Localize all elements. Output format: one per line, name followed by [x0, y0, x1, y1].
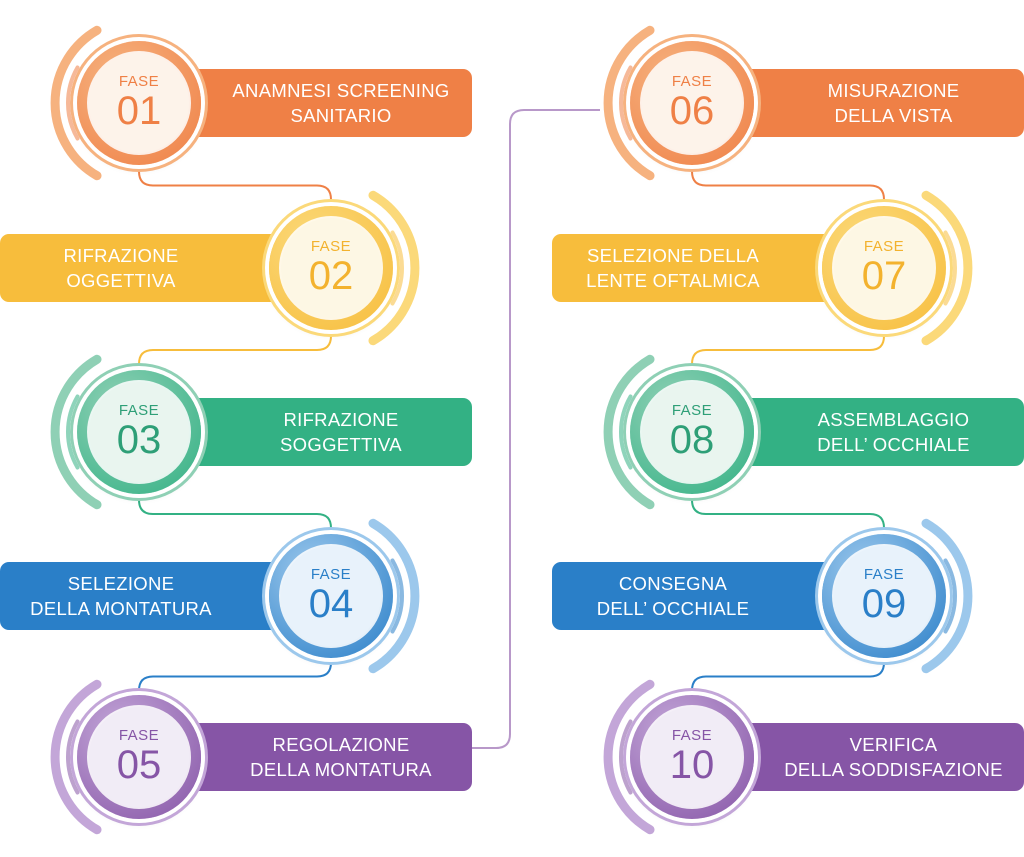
fase-label: FASE — [310, 566, 352, 583]
fase-label: FASE — [118, 73, 160, 90]
step-number: 08 — [669, 418, 715, 462]
step-bar-02: RIFRAZIONE OGGETTIVA — [0, 234, 290, 302]
fase-label: FASE — [671, 402, 713, 419]
arc-outer-05 — [50, 679, 102, 835]
arc-outer-04 — [368, 518, 420, 674]
connector-2-3 — [138, 318, 332, 382]
step-label: SELEZIONE DELLA LENTE OFTALMICA — [586, 245, 760, 291]
step-bar-08: ASSEMBLAGGIO DELL’ OCCHIALE — [733, 398, 1024, 466]
connector-5-6 — [472, 109, 600, 749]
connector-6-7 — [691, 153, 885, 218]
arc-outer-06 — [603, 25, 655, 181]
step-number: 06 — [669, 89, 715, 133]
connector-4-5 — [138, 646, 332, 707]
step-number: 05 — [116, 743, 162, 787]
arc-inner-03 — [66, 394, 80, 470]
arc-outer-08 — [603, 354, 655, 510]
connector-9-10 — [691, 646, 885, 707]
connector-8-9 — [691, 482, 885, 546]
step-bar-05: REGOLAZIONE DELLA MONTATURA — [180, 723, 472, 791]
fase-label: FASE — [863, 238, 905, 255]
step-number: 10 — [669, 743, 715, 787]
step-label: ASSEMBLAGGIO DELL’ OCCHIALE — [817, 409, 970, 455]
step-bar-01: ANAMNESI SCREENING SANITARIO — [180, 69, 472, 137]
arc-inner-06 — [619, 65, 633, 141]
arc-outer-03 — [50, 354, 102, 510]
step-number: 04 — [308, 582, 354, 626]
fase-label: FASE — [310, 238, 352, 255]
fase-label: FASE — [671, 727, 713, 744]
step-bar-03: RIFRAZIONE SOGGETTIVA — [180, 398, 472, 466]
arc-inner-01 — [66, 65, 80, 141]
connector-3-4 — [138, 482, 332, 546]
step-label: MISURAZIONE DELLA VISTA — [827, 80, 960, 126]
arc-outer-02 — [368, 190, 420, 346]
arc-inner-08 — [619, 394, 633, 470]
fase-label: FASE — [863, 566, 905, 583]
step-bar-06: MISURAZIONE DELLA VISTA — [733, 69, 1024, 137]
step-number: 07 — [861, 254, 907, 298]
step-label: VERIFICA DELLA SODDISFAZIONE — [784, 734, 1003, 780]
step-bar-07: SELEZIONE DELLA LENTE OFTALMICA — [552, 234, 842, 302]
arc-inner-07 — [943, 230, 957, 306]
step-bar-04: SELEZIONE DELLA MONTATURA — [0, 562, 290, 630]
connector-7-8 — [691, 318, 885, 382]
step-label: REGOLAZIONE DELLA MONTATURA — [250, 734, 432, 780]
step-bar-10: VERIFICA DELLA SODDISFAZIONE — [733, 723, 1024, 791]
arc-outer-01 — [50, 25, 102, 181]
arc-inner-04 — [390, 558, 404, 634]
fase-label: FASE — [118, 402, 160, 419]
step-bar-09: CONSEGNA DELL’ OCCHIALE — [552, 562, 842, 630]
step-label: ANAMNESI SCREENING SANITARIO — [232, 80, 450, 126]
connector-1-2 — [138, 153, 332, 218]
arc-inner-05 — [66, 719, 80, 795]
arc-inner-02 — [390, 230, 404, 306]
step-number: 03 — [116, 418, 162, 462]
step-number: 09 — [861, 582, 907, 626]
arc-inner-10 — [619, 719, 633, 795]
step-label: SELEZIONE DELLA MONTATURA — [30, 573, 212, 619]
arc-outer-09 — [921, 518, 973, 674]
step-label: RIFRAZIONE SOGGETTIVA — [280, 409, 402, 455]
step-label: CONSEGNA DELL’ OCCHIALE — [596, 573, 750, 619]
step-label: RIFRAZIONE OGGETTIVA — [63, 245, 179, 291]
arc-inner-09 — [943, 558, 957, 634]
step-number: 01 — [116, 89, 162, 133]
fase-label: FASE — [671, 73, 713, 90]
arc-outer-07 — [921, 190, 973, 346]
step-number: 02 — [308, 254, 354, 298]
arc-outer-10 — [603, 679, 655, 835]
fase-label: FASE — [118, 727, 160, 744]
